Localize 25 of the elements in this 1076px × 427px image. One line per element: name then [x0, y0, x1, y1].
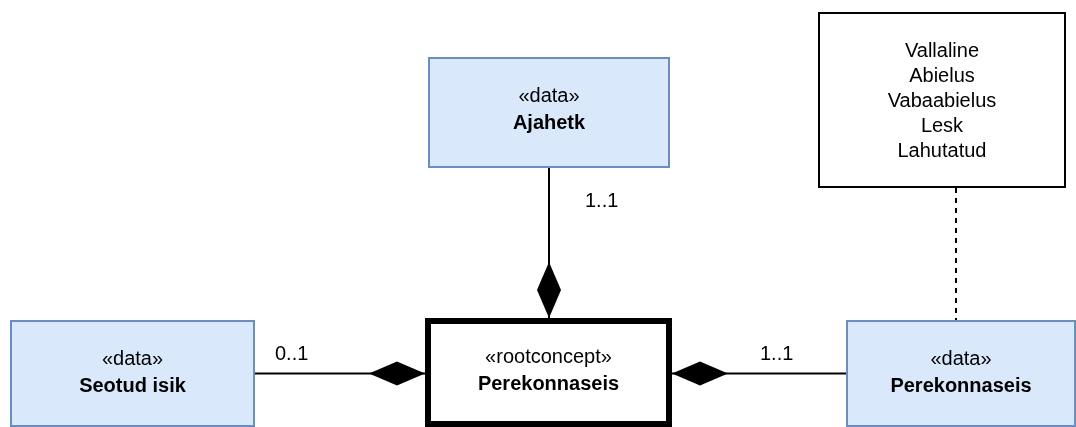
class-name: Ajahetk [512, 110, 586, 135]
class-box [846, 320, 1076, 427]
class-name: Perekonnaseis [890, 373, 1032, 398]
composition-connector [254, 361, 426, 386]
composition-connector [537, 167, 561, 319]
class-box [428, 57, 670, 168]
class-name: Perekonnaseis [477, 371, 620, 396]
value-text: Abielus [909, 62, 975, 88]
class-box [425, 318, 672, 427]
class-box [10, 320, 255, 427]
stereotype-text: «data» [930, 346, 992, 371]
multiplicity-label: 1..1 [760, 343, 794, 363]
class-name: Seotud isik [79, 373, 186, 398]
stereotype-text: «rootconcept» [485, 344, 612, 369]
dashed-connector [955, 187, 957, 321]
multiplicity-label: 1..1 [585, 190, 619, 210]
stereotype-text: «data» [101, 346, 164, 371]
value-text: Lahutatud [897, 137, 987, 163]
stereotype-text: «data» [518, 83, 580, 108]
value-text: Lesk [920, 112, 964, 138]
note-box [818, 12, 1066, 188]
multiplicity-label: 0..1 [275, 343, 309, 363]
value-text: Vabaabielus [887, 87, 997, 113]
composition-connector [671, 361, 847, 386]
value-text: Vallaline [904, 37, 980, 63]
